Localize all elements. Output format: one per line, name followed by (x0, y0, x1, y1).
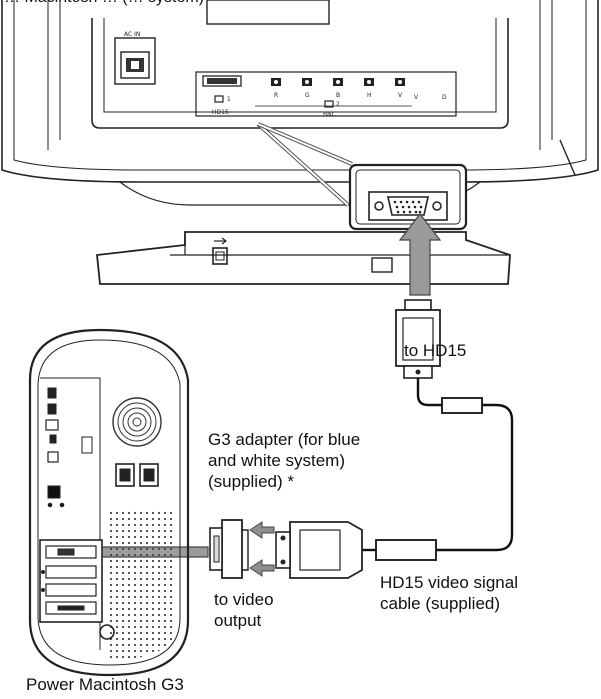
adapter-label-line1: G3 adapter (for blue (208, 430, 361, 449)
ac-in-connector (114, 37, 156, 85)
side-ports (45, 387, 93, 508)
pci-slots (39, 539, 103, 623)
ac-in-label: AC IN (124, 31, 140, 38)
top-caption-label: … Macintosh … (… system) (4, 0, 204, 8)
computer-name-label: Power Macintosh G3 (26, 675, 184, 694)
bnc-label-b: B (336, 92, 340, 99)
cable-label-line2: cable (supplied) (380, 594, 501, 613)
to-video-label-line2: output (214, 611, 262, 630)
connector-strip (195, 71, 457, 117)
g3-adapter (209, 519, 249, 579)
bnc-label-h: H (367, 92, 372, 99)
bnc-label-g: G (305, 92, 310, 99)
vent-pattern (106, 510, 176, 661)
power-connector-icon (115, 463, 159, 487)
bnc-label-d: D (442, 94, 447, 101)
monitor-back (1, 0, 599, 206)
monitor-stand (96, 231, 511, 285)
bnc-label-r: R (274, 92, 278, 99)
input-1-label: 1 (227, 96, 231, 103)
arrow-left-icon (249, 521, 275, 577)
input-1-sub-label: HD15 (212, 109, 229, 116)
top-cable-plug (395, 299, 441, 379)
bottom-cable-plug (275, 521, 363, 579)
video-cable (362, 378, 514, 561)
arrow-up-icon (398, 213, 442, 296)
cable-label-line1: HD15 video signal (380, 573, 518, 592)
bnc-label-v: V (398, 92, 403, 99)
zoom-callout (256, 122, 468, 231)
adapter-label-line2: and white system) (208, 451, 345, 470)
to-hd15-label: to HD15 (404, 341, 467, 360)
input-2-sub-label: BNC (323, 111, 336, 118)
to-video-label-line1: to video (214, 590, 274, 609)
bnc-label-v2: V (414, 94, 419, 101)
power-button-icon (99, 624, 115, 640)
adapter-label-line3: (supplied) * (208, 472, 294, 491)
fan-grille-icon (112, 397, 162, 447)
input-2-label: 2 (336, 101, 340, 108)
hd15-connector-icon (368, 191, 448, 221)
tilt-lock-icon (212, 237, 228, 265)
